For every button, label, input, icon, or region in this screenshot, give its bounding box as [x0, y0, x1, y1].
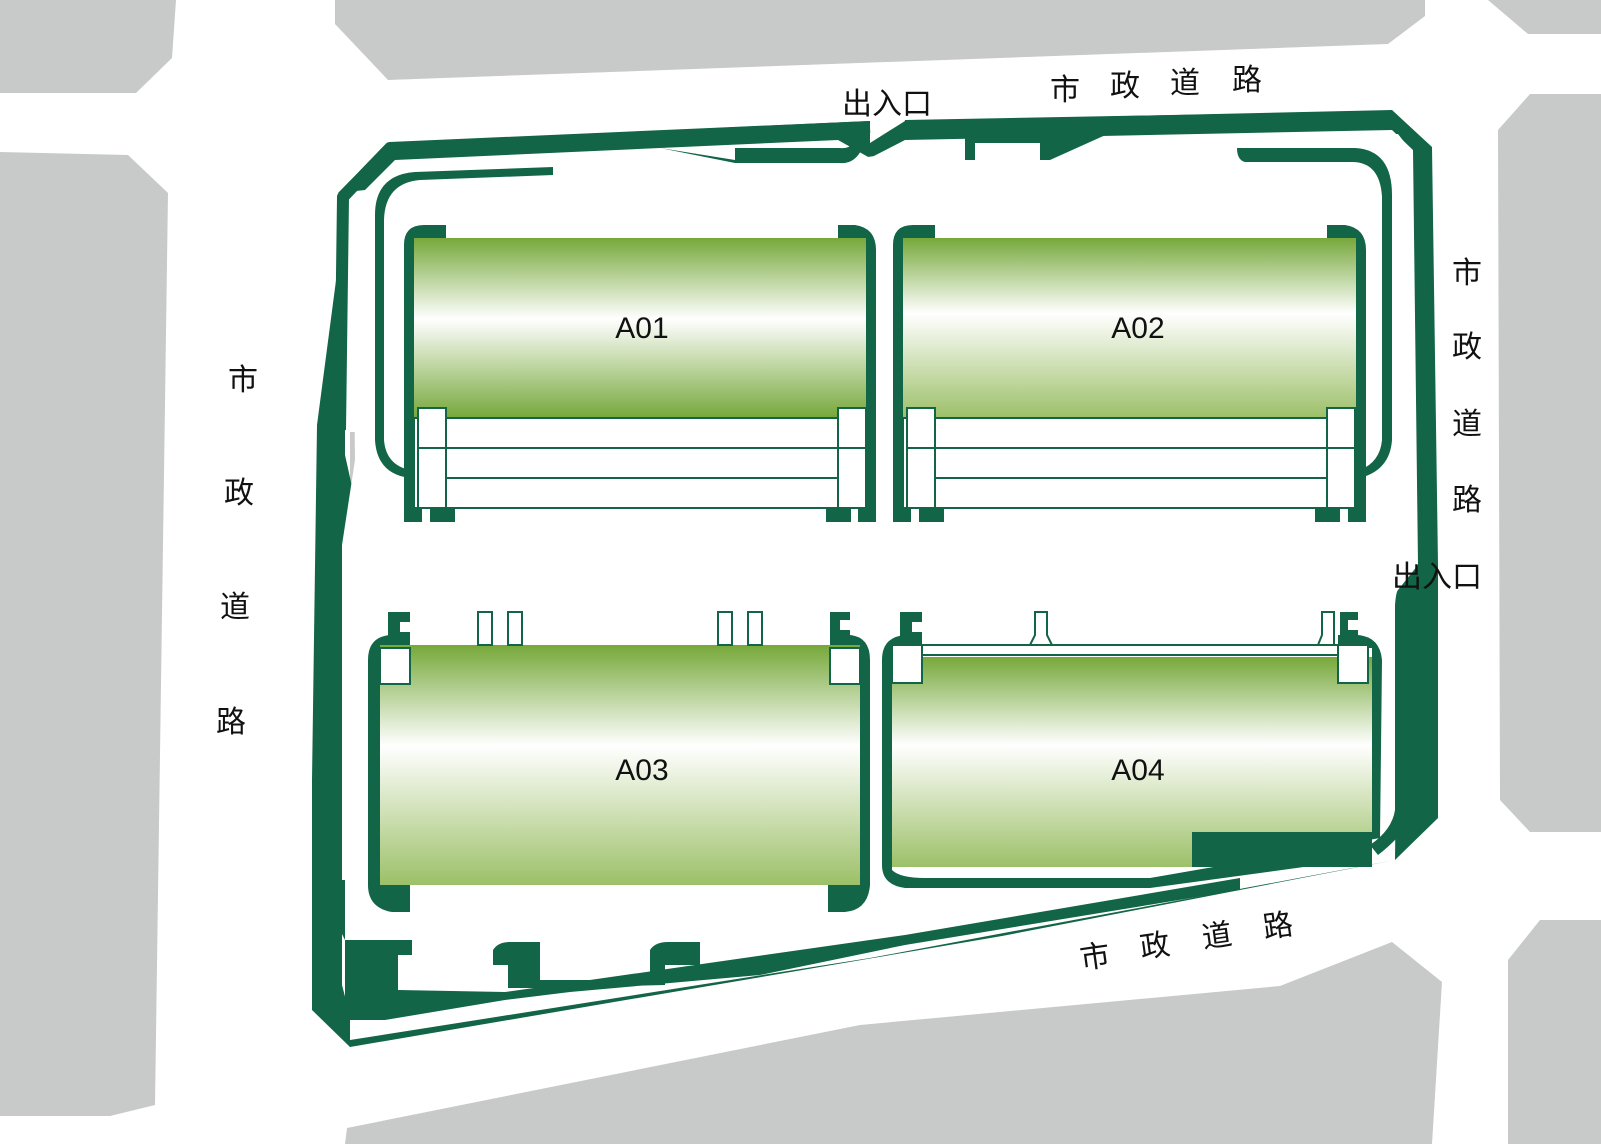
road-label-bottom-char: 市	[1078, 938, 1113, 977]
road-label-bottom: 市 政 道 路	[1078, 907, 1296, 977]
city-block-left	[0, 152, 168, 1116]
building-a04-label: A04	[1111, 754, 1164, 787]
building-a01-label: A01	[615, 312, 668, 345]
road-label-bottom-char: 路	[1261, 907, 1296, 946]
road-label-left-char: 道	[220, 590, 250, 625]
landscape-gate-left	[660, 128, 868, 164]
road-label-right: 市 政 道 路	[1452, 256, 1482, 518]
building-a02[interactable]: A02	[893, 225, 1366, 522]
building-a03[interactable]: A03	[368, 611, 870, 912]
city-block-right	[1498, 94, 1601, 832]
building-a03-cores	[379, 611, 861, 685]
landscape-right-corner	[1370, 590, 1418, 855]
road-label-left: 市 政 道 路	[216, 363, 258, 740]
city-block-right-lower	[1508, 920, 1601, 1144]
road-label-bottom-char: 道	[1200, 917, 1235, 956]
entrance-label-right: 出入口	[1392, 560, 1482, 595]
city-block-top-right	[1488, 0, 1601, 34]
road-label-left-char: 市	[228, 363, 258, 398]
road-label-top-char: 道	[1170, 66, 1200, 101]
building-a03-roof	[380, 645, 860, 885]
building-a04-cores	[891, 611, 1369, 684]
road-label-left-char: 路	[216, 705, 246, 740]
building-a01-podium	[413, 407, 867, 509]
building-a02-roof	[903, 238, 1356, 418]
road-label-bottom-char: 政	[1138, 927, 1173, 966]
road-label-top-char: 市	[1050, 73, 1080, 108]
city-block-top-center	[335, 0, 1425, 80]
road-label-right-char: 道	[1452, 407, 1482, 442]
boundary-top-right	[904, 111, 1434, 556]
building-a04-annex	[1192, 832, 1372, 867]
building-a03-label: A03	[615, 754, 668, 787]
building-a02-label: A02	[1111, 312, 1164, 345]
building-a03-stair-left	[388, 612, 410, 640]
city-block-top-left	[0, 0, 176, 93]
building-a04[interactable]: A04	[882, 611, 1382, 888]
road-label-left-char: 政	[224, 476, 254, 511]
road-label-right-char: 政	[1452, 330, 1482, 365]
road-label-top-char: 路	[1232, 63, 1262, 98]
road-label-right-char: 路	[1452, 483, 1482, 518]
inner-landscape	[315, 124, 1418, 1020]
landscape-bottom-gates	[493, 942, 700, 988]
boundary-top-left	[334, 121, 871, 431]
road-label-right-char: 市	[1452, 256, 1482, 291]
site-boundary-stroke	[334, 111, 1434, 556]
entrance-label-top: 出入口	[842, 87, 932, 122]
building-a04-stair-right	[1340, 612, 1358, 640]
road-label-top-char: 政	[1110, 69, 1140, 104]
landscape-bottom-left	[315, 878, 1240, 1020]
city-block-bottom	[345, 942, 1442, 1144]
building-a03-stair-right	[830, 612, 850, 640]
building-a04-stair-left	[900, 612, 922, 640]
building-a01-roof	[414, 238, 866, 418]
building-a02-podium	[902, 407, 1357, 509]
road-label-top: 市 政 道 路	[1050, 63, 1262, 108]
landscape-gate-right	[965, 124, 1130, 160]
building-a01[interactable]: A01	[404, 225, 876, 522]
